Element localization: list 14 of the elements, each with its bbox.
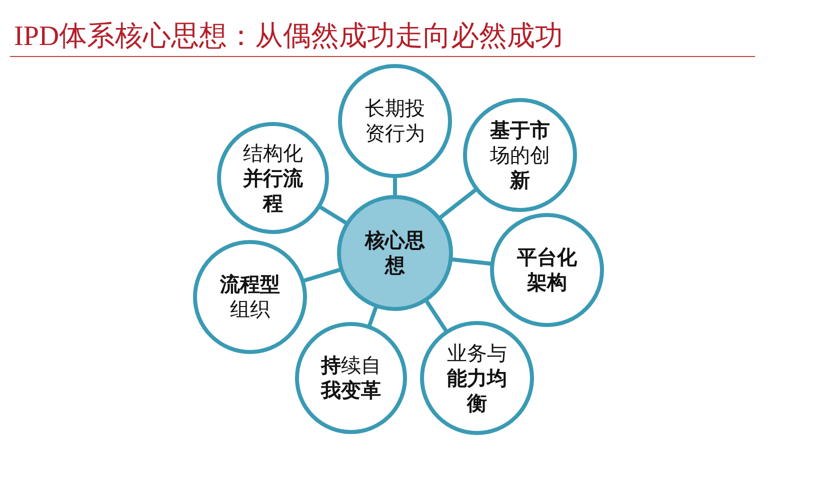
node-label: 结构化并行流程 [242,140,304,216]
node-label: 流程型组织 [220,272,280,322]
node-label: 长期投资行为 [364,96,426,146]
node-label: 核心思想 [364,228,426,278]
connector-line [438,188,478,220]
connector-line [367,306,378,327]
connector-line [303,268,342,283]
node-label: 基于市场的创新 [490,118,550,192]
slide-title: IPD体系核心思想：从偶然成功走向必然成功 [14,21,564,53]
node-label: 持续自我变革 [320,353,382,403]
connector-line [451,257,492,266]
node-label: 平台化架构 [516,245,578,295]
node-label: 业务与能力均衡 [446,340,508,416]
connector-line [393,177,397,196]
